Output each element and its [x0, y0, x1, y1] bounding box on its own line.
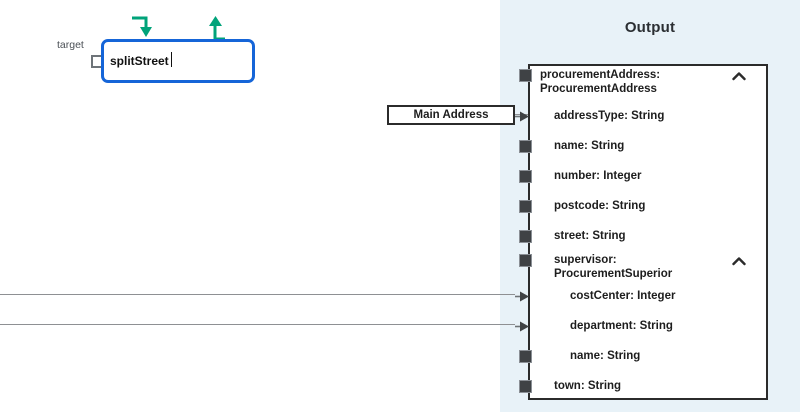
output-field-label: town: String — [554, 380, 622, 392]
wire-to-department[interactable] — [0, 324, 515, 325]
output-field-row[interactable]: procurementAddress: ProcurementAddress — [528, 68, 768, 96]
output-field-row[interactable]: street: String — [528, 229, 768, 243]
output-field-row[interactable]: name: String — [528, 349, 768, 363]
output-field-label: department: String — [570, 320, 673, 332]
output-field-row[interactable]: department: String — [528, 319, 768, 333]
output-field-row[interactable]: name: String — [528, 139, 768, 153]
output-field-row[interactable]: addressType: String — [528, 109, 768, 123]
target-port-label: target — [57, 39, 84, 51]
output-field-port[interactable] — [519, 200, 532, 213]
output-field-port[interactable] — [519, 230, 532, 243]
output-field-label: costCenter: Integer — [570, 290, 676, 302]
output-field-label: street: String — [554, 230, 626, 242]
output-field-label: name: String — [554, 140, 625, 152]
output-field-label: number: Integer — [554, 170, 642, 182]
output-panel-title: Output — [624, 19, 676, 36]
output-field-label: name: String — [570, 350, 641, 362]
text-caret — [171, 52, 172, 67]
output-field-port[interactable] — [519, 170, 532, 183]
output-field-row[interactable]: costCenter: Integer — [528, 289, 768, 303]
output-field-port[interactable] — [519, 69, 532, 82]
output-field-connected-arrow[interactable] — [515, 321, 529, 332]
mapping-label-text: Main Address — [413, 109, 489, 121]
output-field-row[interactable]: number: Integer — [528, 169, 768, 183]
output-field-row[interactable]: supervisor: ProcurementSuperior — [528, 253, 768, 281]
output-field-label: postcode: String — [554, 200, 646, 212]
redo-arrow-icon[interactable] — [130, 15, 152, 39]
output-field-port[interactable] — [519, 380, 532, 393]
output-field-label: supervisor: ProcurementSuperior — [554, 254, 673, 280]
mapping-label-main-address[interactable]: Main Address — [387, 105, 515, 125]
output-field-label: procurementAddress: ProcurementAddress — [540, 69, 661, 95]
chevron-up-icon[interactable] — [732, 71, 746, 81]
output-field-connected-arrow[interactable] — [515, 111, 529, 122]
split-street-node[interactable] — [101, 39, 255, 83]
wire-to-costcenter[interactable] — [0, 294, 515, 295]
output-field-row[interactable]: town: String — [528, 379, 768, 393]
output-field-row[interactable]: postcode: String — [528, 199, 768, 213]
undo-arrow-icon[interactable] — [205, 15, 227, 39]
split-street-name-input[interactable]: splitStreet — [110, 54, 169, 68]
chevron-up-icon[interactable] — [732, 256, 746, 266]
output-field-port[interactable] — [519, 140, 532, 153]
output-field-port[interactable] — [519, 254, 532, 267]
output-field-label: addressType: String — [554, 110, 665, 122]
output-structure-box — [528, 64, 768, 400]
output-field-port[interactable] — [519, 350, 532, 363]
output-field-connected-arrow[interactable] — [515, 291, 529, 302]
